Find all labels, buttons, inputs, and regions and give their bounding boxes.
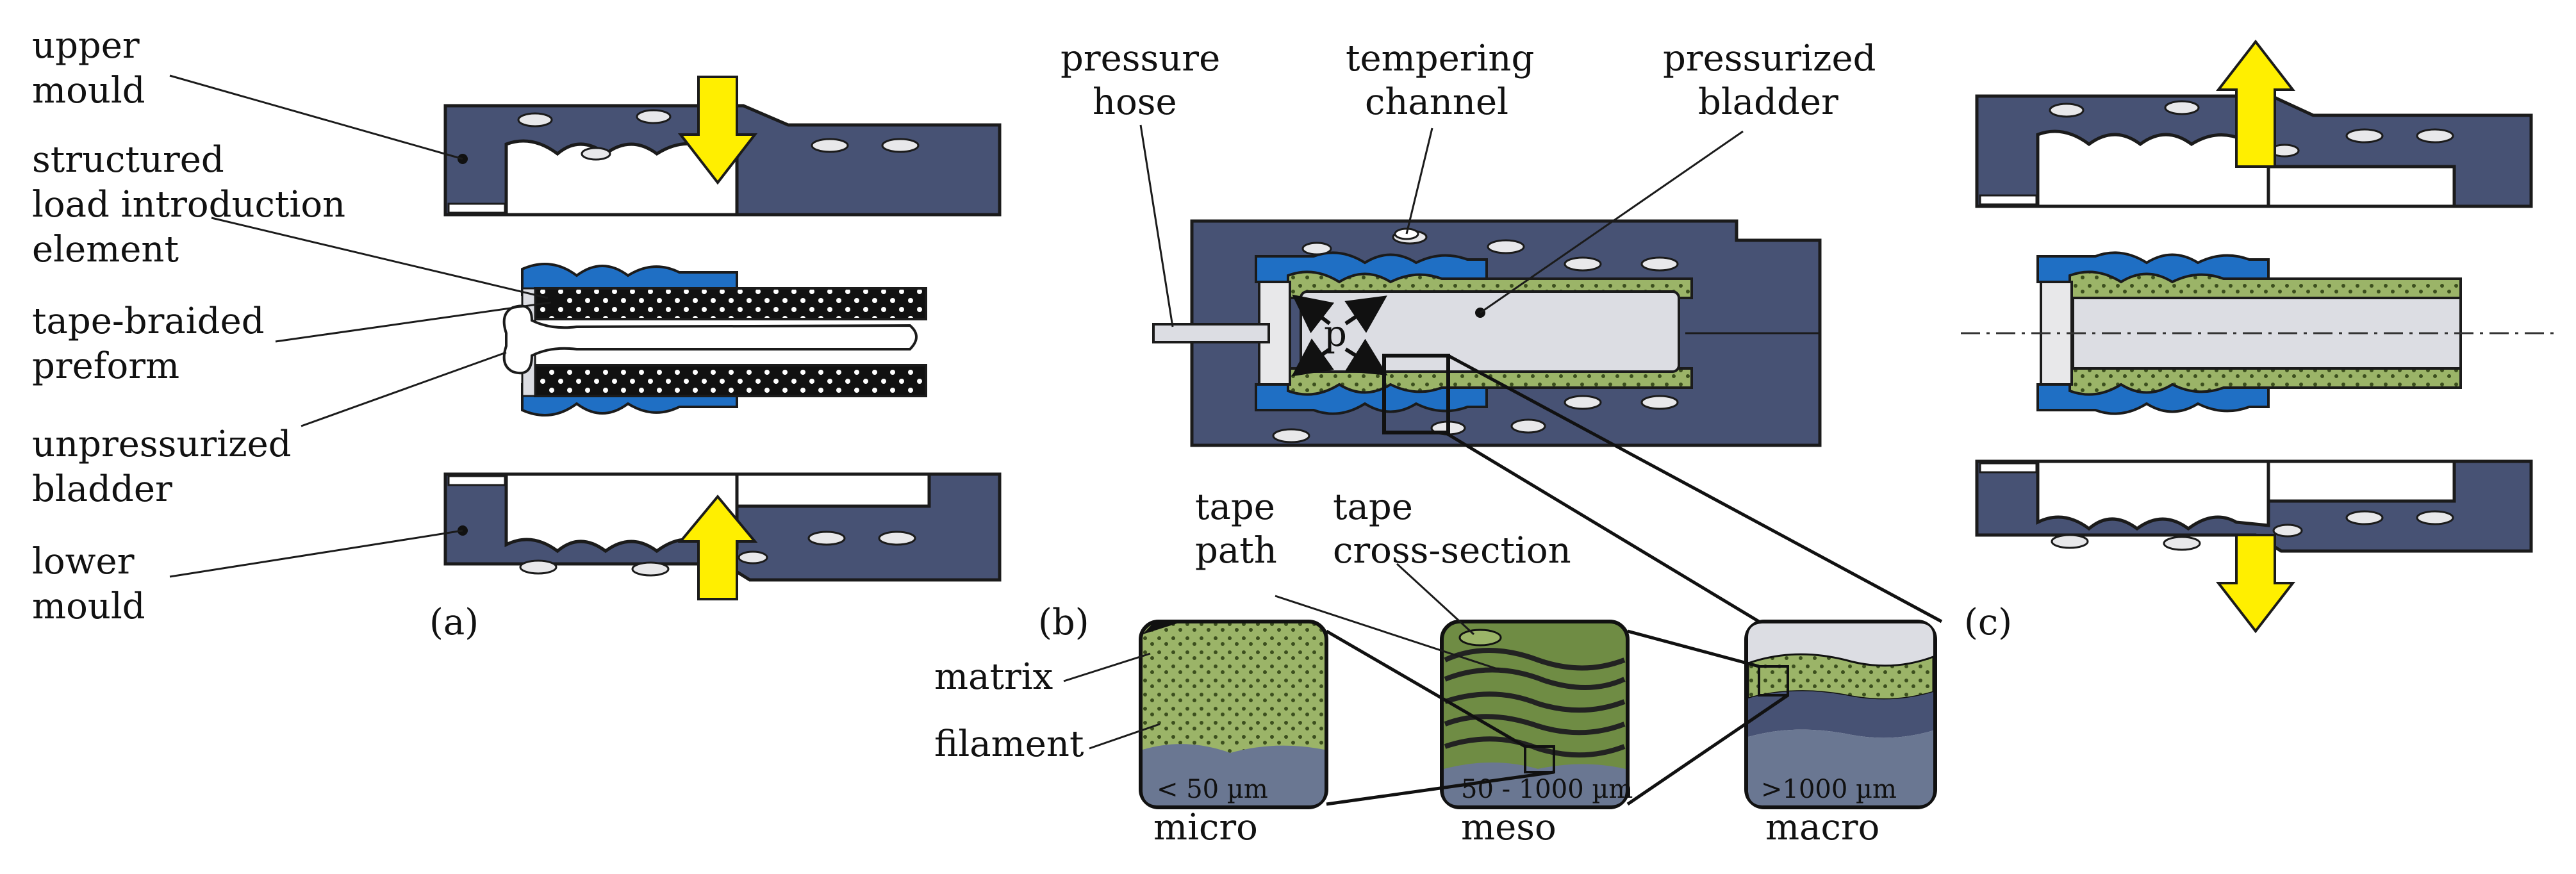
label-tempering-channel-2: channel (1365, 81, 1508, 123)
panel-b: p (934, 38, 1943, 848)
label-pressure-hose-2: hose (1093, 81, 1177, 123)
label-pressurized-bladder-2: bladder (1698, 81, 1838, 123)
macro-detail (1744, 620, 1937, 809)
scale-name-macro: macro (1765, 807, 1879, 848)
caption-b: (b) (1038, 602, 1089, 643)
lower-mould-open (1975, 459, 2533, 553)
preform-assembly (502, 263, 927, 416)
label-lower-mould-1: lower (32, 541, 135, 582)
label-tempering-channel-1: tempering (1346, 38, 1534, 79)
label-preform-2: preform (32, 345, 179, 387)
scale-range-macro: >1000 µm (1761, 775, 1897, 804)
label-preform-1: tape-braided (32, 301, 265, 342)
scale-name-micro: micro (1153, 807, 1258, 848)
caption-c: (c) (1964, 602, 2012, 643)
finished-part (1961, 251, 2557, 415)
meso-detail (1440, 620, 1630, 809)
label-matrix: matrix (934, 656, 1053, 698)
label-lower-mould-2: mould (32, 586, 145, 627)
down-arrow-icon-c (2215, 534, 2296, 634)
panel-c: (c) (1961, 39, 2557, 643)
label-pressurized-bladder-1: pressurized (1663, 38, 1876, 79)
scale-name-meso: meso (1461, 807, 1556, 848)
label-load-element-1: structured (32, 139, 224, 181)
scale-range-meso: 50 - 1000 µm (1461, 775, 1633, 804)
label-load-element-2: load introduction (32, 184, 345, 226)
label-bladder-2: bladder (32, 468, 172, 510)
label-tape-path-1: tape (1195, 486, 1275, 528)
label-load-element-3: element (32, 229, 179, 270)
label-upper-mould-1: upper (32, 25, 140, 67)
micro-detail (1139, 620, 1328, 809)
up-arrow-icon-c (2215, 39, 2296, 168)
panel-a: upper mould structured load introduction… (32, 25, 1002, 643)
up-arrow-icon (677, 494, 758, 600)
label-tape-path-2: path (1195, 530, 1277, 572)
pressure-symbol: p (1324, 313, 1347, 355)
label-tape-cross-section-1: tape (1333, 486, 1413, 528)
label-upper-mould-2: mould (32, 70, 145, 111)
caption-a: (a) (429, 602, 479, 643)
label-pressure-hose-1: pressure (1061, 38, 1220, 79)
label-bladder-1: unpressurized (32, 424, 292, 465)
label-filament: filament (934, 723, 1084, 765)
scale-range-micro: < 50 µm (1157, 775, 1268, 804)
label-tape-cross-section-2: cross-section (1333, 530, 1571, 572)
down-arrow-icon (677, 76, 758, 185)
